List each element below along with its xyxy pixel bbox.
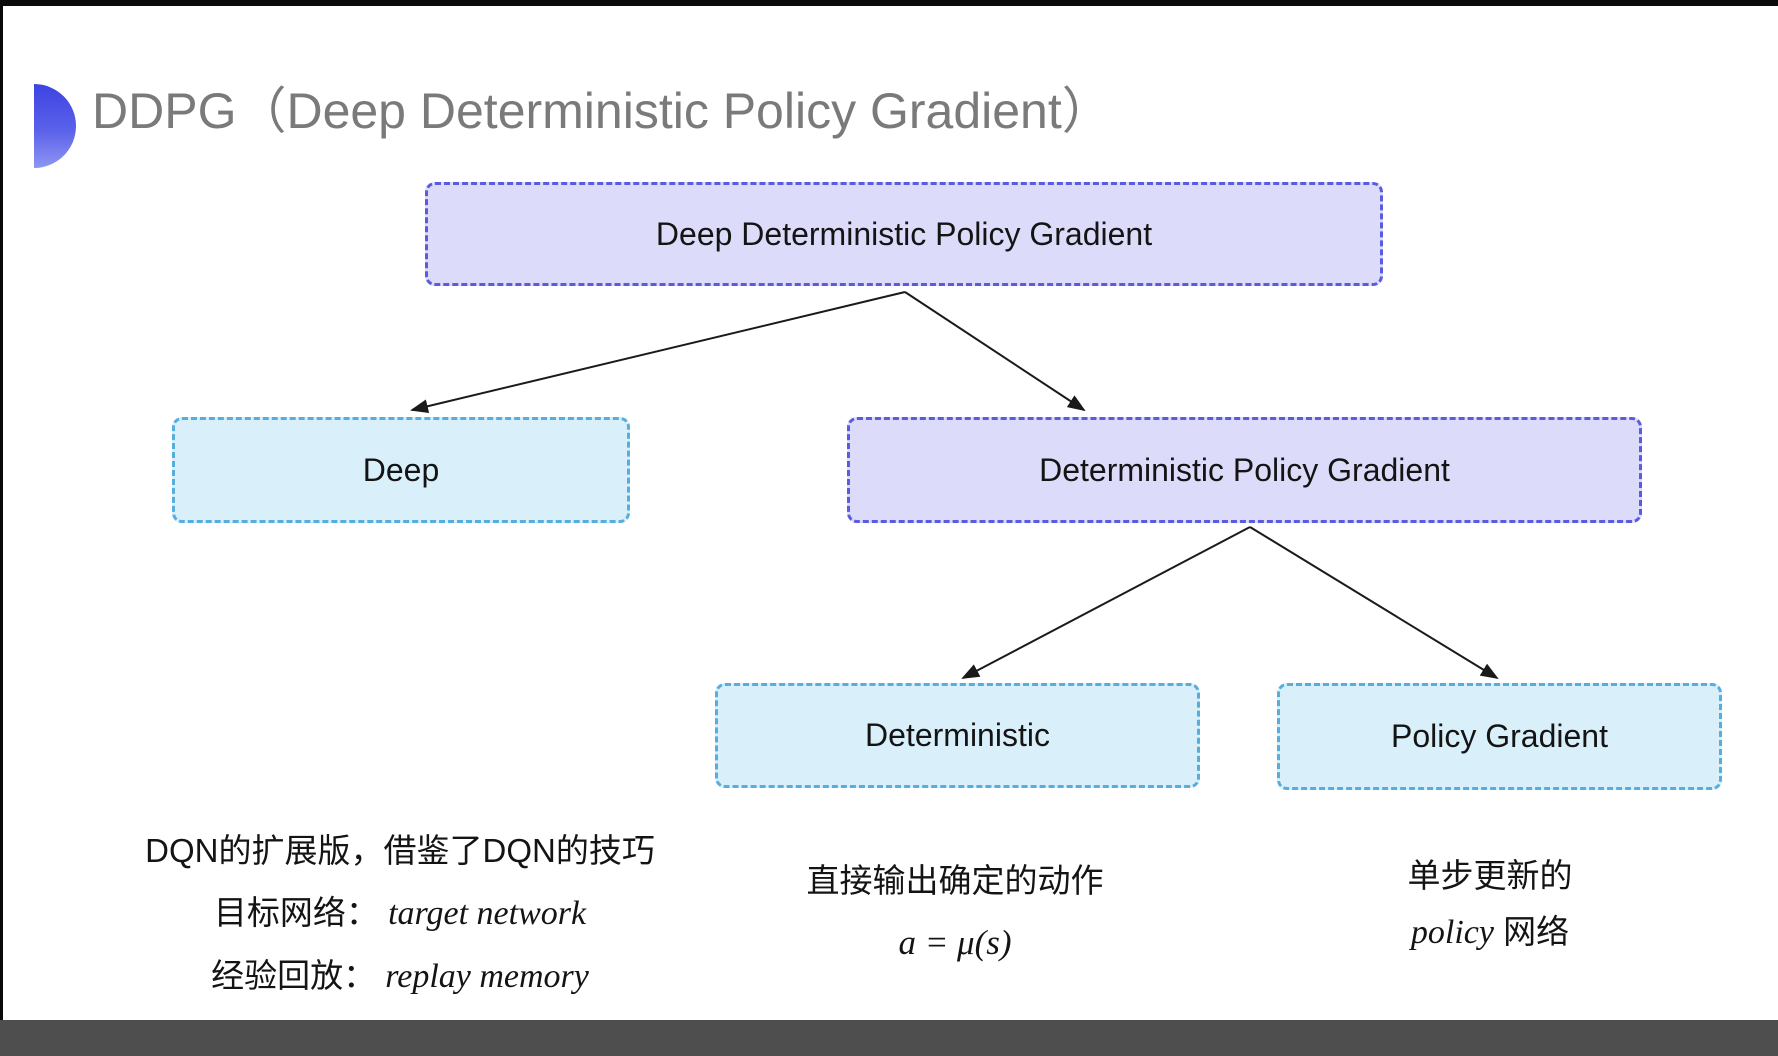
- note-policy-word: policy: [1410, 914, 1494, 951]
- node-deterministic: Deterministic: [715, 683, 1200, 788]
- note-target-network: target network: [388, 895, 587, 932]
- node-deterministic-policy-gradient: Deterministic Policy Gradient: [847, 417, 1642, 523]
- title-bullet-icon: [34, 84, 76, 168]
- note-deep-line3: 经验回放： replay memory: [211, 957, 589, 995]
- notes-deep: DQN的扩展版，借鉴了DQN的技巧 目标网络： target network 经…: [130, 820, 670, 1008]
- note-pg-line2: policy 网络: [1410, 913, 1570, 951]
- node-policy-gradient: Policy Gradient: [1277, 683, 1722, 790]
- bottom-gray-bar: [0, 1020, 1778, 1056]
- node-deep: Deep: [172, 417, 630, 523]
- node-deep-label: Deep: [362, 451, 440, 488]
- arrow-ddpg-to-deep: [410, 291, 906, 414]
- arrow-ddpg-to-dpg: [904, 291, 1086, 412]
- top-edge-line: [0, 0, 1778, 6]
- notes-deterministic: 直接输出确定的动作 a = μ(s): [745, 850, 1165, 974]
- arrow-dpg-to-deterministic: [961, 526, 1251, 679]
- left-edge-line: [0, 0, 3, 1020]
- node-dpg-label: Deterministic Policy Gradient: [1039, 451, 1450, 488]
- note-replay-memory: replay memory: [385, 958, 589, 995]
- notes-policy-gradient: 单步更新的 policy 网络: [1290, 848, 1690, 961]
- node-deterministic-label: Deterministic: [865, 717, 1050, 753]
- node-ddpg-label: Deep Deterministic Policy Gradient: [655, 215, 1153, 252]
- note-deep-line2: 目标网络： target network: [213, 894, 587, 932]
- arrow-dpg-to-policy-gradient: [1249, 526, 1499, 680]
- node-policy-gradient-label: Policy Gradient: [1391, 718, 1608, 754]
- note-det-formula: a = μ(s): [745, 912, 1165, 974]
- formula-a-mu-s: a = μ(s): [898, 923, 1012, 962]
- slide-title: DDPG（Deep Deterministic Policy Gradient）: [92, 83, 1112, 139]
- note-deep-line1: DQN的扩展版，借鉴了DQN的技巧: [145, 832, 655, 869]
- node-ddpg: Deep Deterministic Policy Gradient: [425, 182, 1383, 286]
- note-det-line1: 直接输出确定的动作: [806, 862, 1104, 899]
- note-pg-line1: 单步更新的: [1407, 857, 1573, 894]
